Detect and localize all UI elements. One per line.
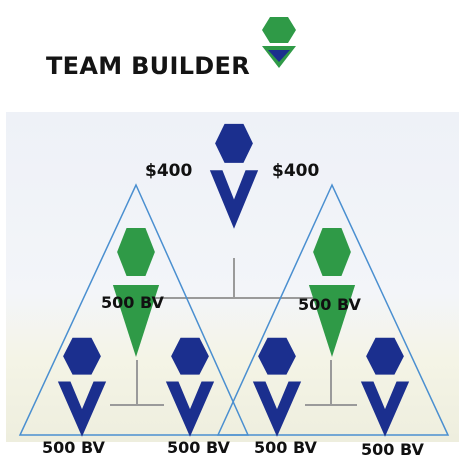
bv-right-mid: 500 BV bbox=[298, 295, 361, 314]
page-title: TEAM BUILDER bbox=[46, 52, 250, 80]
bv-left-mid: 500 BV bbox=[101, 293, 164, 312]
connector-lines bbox=[110, 258, 357, 406]
bottom-person-icon-2 bbox=[165, 337, 215, 437]
bottom-person-icon-1 bbox=[57, 337, 107, 437]
logo-icon bbox=[256, 4, 302, 84]
top-person-icon bbox=[209, 123, 259, 229]
payout-right: $400 bbox=[272, 161, 320, 181]
bv-bottom-4: 500 BV bbox=[361, 440, 424, 459]
bv-bottom-3: 500 BV bbox=[254, 438, 317, 457]
bv-bottom-2: 500 BV bbox=[167, 438, 230, 457]
payout-left: $400 bbox=[145, 161, 193, 181]
diagram-background bbox=[6, 112, 459, 442]
bottom-person-icon-4 bbox=[360, 337, 410, 437]
bottom-person-icon-3 bbox=[252, 337, 302, 437]
right-team-triangle bbox=[216, 183, 450, 436]
bv-bottom-1: 500 BV bbox=[42, 438, 105, 457]
left-team-triangle bbox=[18, 183, 250, 436]
right-green-person-icon bbox=[308, 228, 356, 357]
